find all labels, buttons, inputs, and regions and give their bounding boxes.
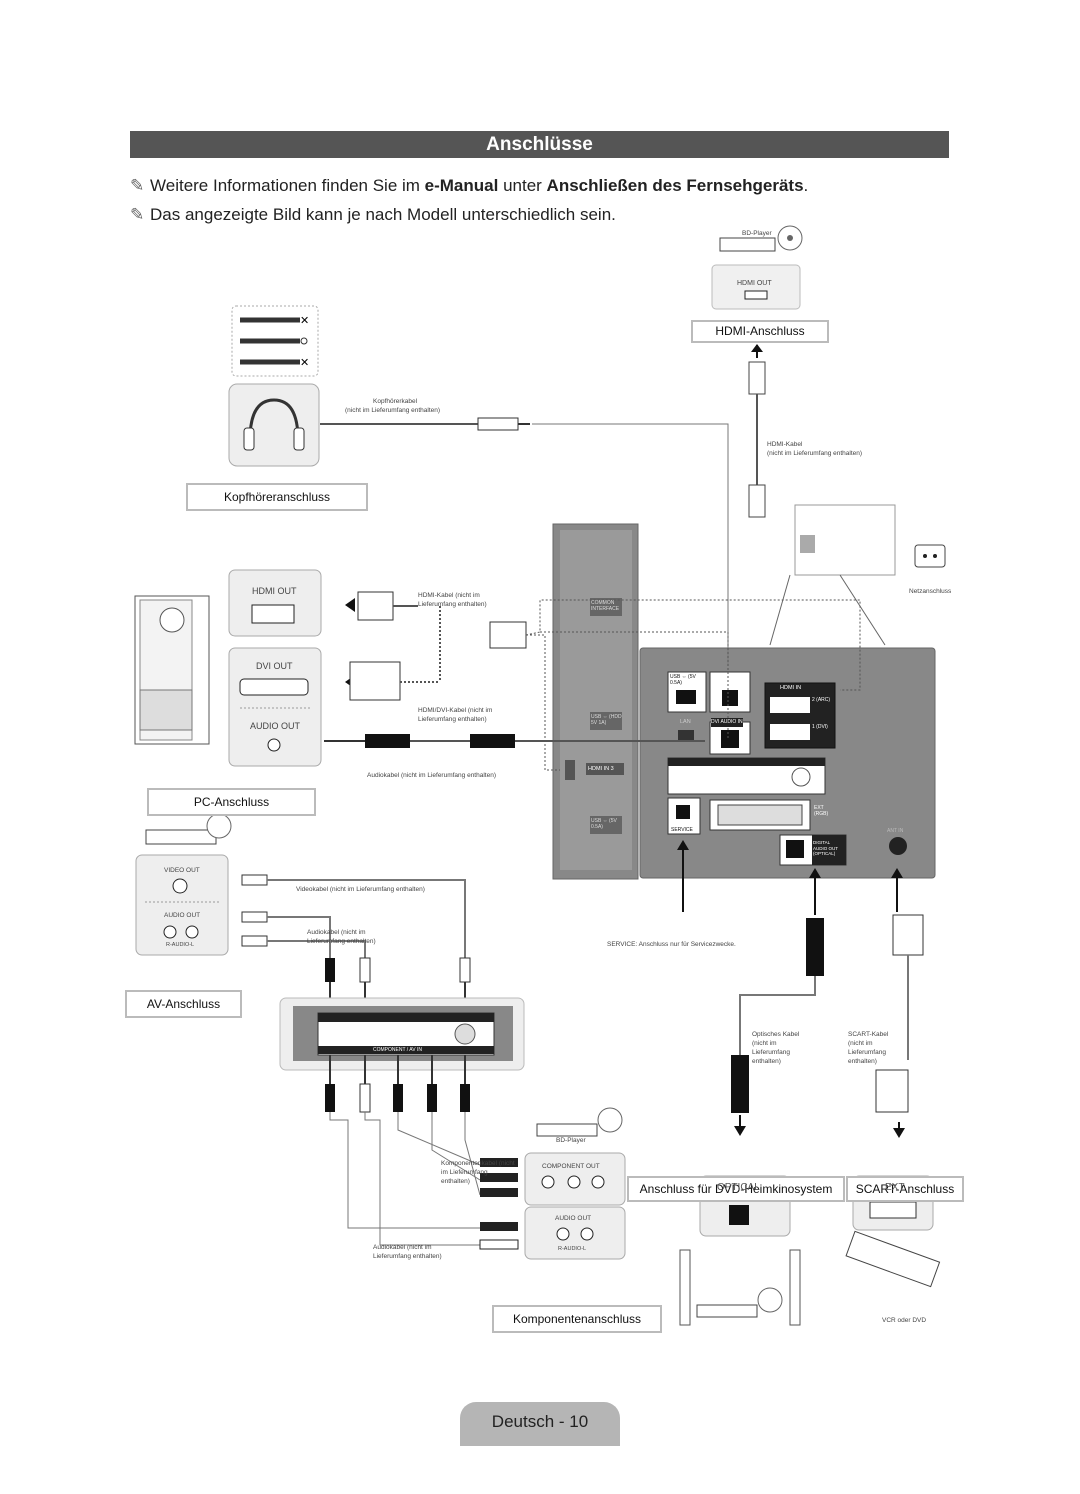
svg-text:✕: ✕ xyxy=(300,357,309,369)
service-note: SERVICE: Anschluss nur für Servicezwecke… xyxy=(607,941,736,948)
dvi-out-label: DVI OUT xyxy=(256,661,293,671)
component-av-in-label: COMPONENT / AV IN xyxy=(718,787,767,793)
component-connection-label: Komponentenanschluss xyxy=(492,1305,662,1333)
hdmi-in-2-label: 2 (ARC) xyxy=(812,697,831,703)
av-audio-cable-label: Audiokabel (nicht im Lieferumfang enthal… xyxy=(307,929,376,945)
headphone-connection-label: Kopfhöreranschluss xyxy=(186,483,368,511)
ext-port-label: EXT xyxy=(885,1182,905,1193)
optical-port-label: OPTICAL xyxy=(717,1182,760,1193)
dvd-home-connection-label: Anschluss für DVD-Heimkinosystem xyxy=(627,1176,845,1202)
pc-hdmi-out-label: HDMI OUT xyxy=(252,586,297,596)
svg-text:✕: ✕ xyxy=(300,315,309,327)
footer-language: Deutsch xyxy=(491,1412,555,1431)
pencil-icon: ✎ xyxy=(130,205,145,224)
lan-label: LAN xyxy=(680,719,691,725)
vcr-dvd-label: VCR oder DVD xyxy=(882,1317,927,1324)
usb-hdd-label: USB ⇔ (HDD 5V 1A) xyxy=(591,714,622,726)
video-out-label: VIDEO OUT xyxy=(164,867,200,874)
ext-rgb-label: EXT (RGB) xyxy=(814,805,829,817)
hdmi-connection-label: HDMI-Anschluss xyxy=(691,320,829,343)
bd-player-label-2: BD-Player xyxy=(556,1137,586,1144)
av-panel-component-in-label: COMPONENT / AV IN xyxy=(373,1047,422,1053)
pc-audio-cable-label: Audiokabel (nicht im Lieferumfang enthal… xyxy=(367,772,496,779)
hdmi-dvi-cable-label: HDMI/DVI-Kabel (nicht im Lieferumfang en… xyxy=(418,707,493,723)
footer-separator: - xyxy=(554,1412,570,1431)
comp-audio-cable-label: Audiokabel (nicht im Lieferumfang enthal… xyxy=(373,1244,442,1260)
digital-audio-out-label: DIGITAL AUDIO OUT (OPTICAL) xyxy=(813,840,838,856)
r-audio-l-label: R-AUDIO-L xyxy=(166,942,195,948)
common-interface-label: COMMON INTERFACE xyxy=(591,600,620,612)
bd-player-label: BD-Player xyxy=(742,230,772,237)
page-footer: Deutsch - 10 xyxy=(460,1402,620,1446)
pencil-icon: ✎ xyxy=(130,176,145,195)
pc-hdmi-cable-label: HDMI-Kabel (nicht im Lieferumfang enthal… xyxy=(418,592,487,608)
hdmi-out-port-label: HDMI OUT xyxy=(737,280,772,287)
scart-connection-label: SCART-Anschluss xyxy=(846,1176,964,1202)
hdmi-in-label: HDMI IN xyxy=(780,685,802,691)
note-emanual: ✎Weitere Informationen finden Sie im e-M… xyxy=(130,176,809,195)
headphone-cable-label: Kopfhörerkabel xyxy=(373,398,418,405)
hdmi-cable-note: (nicht im Lieferumfang enthalten) xyxy=(767,450,863,457)
ant-in-label: ANT IN xyxy=(887,828,904,834)
hdmi-in-1-label: 1 (DVI) xyxy=(812,724,828,730)
usb-main-label: USB ⇔ (5V 0.5A) xyxy=(670,674,696,686)
video-cable-label: Videokabel (nicht im Lieferumfang enthal… xyxy=(296,886,425,893)
pc-connection-label: PC-Anschluss xyxy=(147,788,316,816)
headphone-cable-note: (nicht im Lieferumfang enthalten) xyxy=(345,407,441,414)
note-model: ✎Das angezeigte Bild kann je nach Modell… xyxy=(130,205,616,224)
dvi-audio-in-label: DVI AUDIO IN xyxy=(711,718,743,727)
component-cable-label: Komponentenkabel (nicht im Lieferumfang … xyxy=(441,1160,515,1185)
page-number: 10 xyxy=(569,1412,589,1431)
hdmi-cable-label: HDMI-Kabel xyxy=(767,441,803,448)
pc-audio-out-label: AUDIO OUT xyxy=(250,721,301,731)
comp-r-audio-l-label: R-AUDIO-L xyxy=(558,1246,587,1252)
usb-side-label: USB ⇔ (5V 0.5A) xyxy=(591,818,617,830)
scart-cable-label: SCART-Kabel (nicht im Lieferumfang entha… xyxy=(848,1031,889,1065)
av-connection-label: AV-Anschluss xyxy=(125,990,242,1018)
component-out-label: COMPONENT OUT xyxy=(542,1163,600,1170)
page-title: Anschlüsse xyxy=(130,131,949,158)
comp-audio-out-label: AUDIO OUT xyxy=(555,1215,592,1222)
power-label: Netzanschluss xyxy=(909,588,952,595)
hdmi-in-3-label: HDMI IN 3 xyxy=(588,766,614,772)
optical-cable-label: Optisches Kabel (nicht im Lieferumfang e… xyxy=(752,1031,800,1065)
service-port-label: SERVICE xyxy=(671,827,693,833)
av-audio-out-label: AUDIO OUT xyxy=(164,912,201,919)
